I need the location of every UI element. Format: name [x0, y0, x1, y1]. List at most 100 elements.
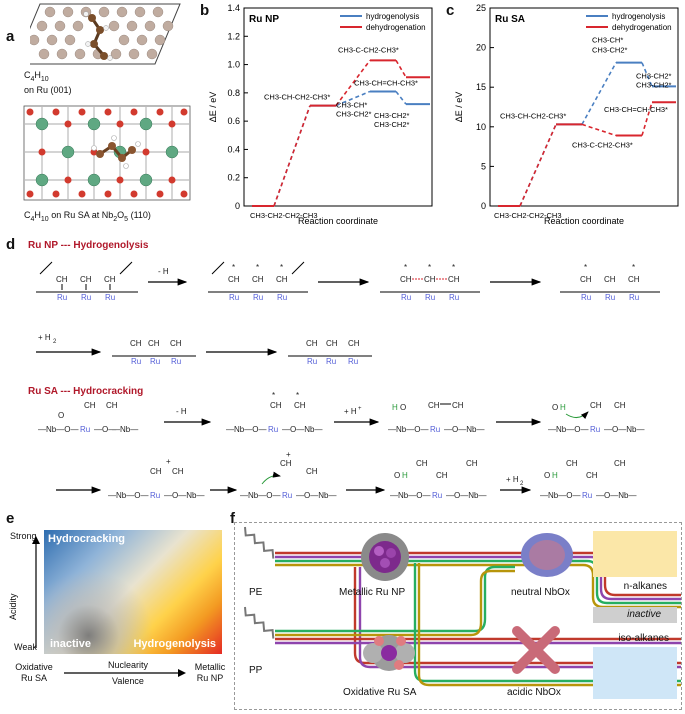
- scheme-title-hydrogenolysis: Ru NP --- Hydrogenolysis: [28, 240, 149, 251]
- n-alkanes-box: [593, 531, 677, 577]
- panel-a-bottom-caption: C4H10 on Ru SA at Nb2O5 (110): [24, 210, 151, 223]
- svg-text:Ru: Ru: [449, 293, 459, 302]
- svg-text:Ru: Ru: [629, 293, 639, 302]
- svg-text:Ru: Ru: [105, 293, 115, 302]
- energy-connector: [581, 62, 617, 125]
- y-tick-label: 0.6: [227, 116, 240, 126]
- svg-text:CH: CH: [452, 401, 464, 410]
- a-top-line2: on Ru (001): [24, 84, 72, 95]
- svg-text:CH: CH: [280, 459, 292, 468]
- svg-text:—Nb—O—: —Nb—O—: [390, 491, 430, 500]
- svg-text:+: +: [286, 450, 291, 459]
- svg-text:—O—Nb—: —O—Nb—: [296, 491, 336, 500]
- energy-connector: [395, 90, 407, 105]
- acidic-nbox-caption: acidic NbOx: [507, 687, 561, 698]
- a-bot-sub: 4: [30, 215, 35, 223]
- svg-text:—O—Nb—: —O—Nb—: [282, 425, 322, 434]
- pe-label: PE: [249, 587, 263, 598]
- panel-e-label: e: [6, 510, 15, 527]
- y-tick-label: 0.8: [227, 88, 240, 98]
- y-tick-label: 1.4: [227, 4, 240, 13]
- svg-text:—Nb—O—: —Nb—O—: [38, 425, 78, 434]
- svg-text:—Nb—O—: —Nb—O—: [226, 425, 266, 434]
- svg-text:CH: CH: [294, 401, 306, 410]
- inactive-box: [593, 607, 677, 623]
- y-tick-label: 0.4: [227, 144, 240, 154]
- nuclearity-arrow: [64, 669, 186, 677]
- svg-text:Ru: Ru: [307, 357, 317, 366]
- acidity-axis-label: Acidity: [8, 593, 18, 620]
- species-label: CH3-CH2-CH2-CH3: [494, 211, 562, 220]
- svg-text:*: *: [584, 263, 587, 272]
- svg-text:H: H: [392, 403, 398, 412]
- x-axis-label: Reaction coordinate: [544, 216, 624, 226]
- svg-text:*: *: [272, 391, 275, 400]
- svg-text:CH: CH: [436, 471, 448, 480]
- n-alkanes-caption: n-alkanes: [623, 581, 667, 592]
- legend-label: hydrogenolysis: [366, 12, 419, 21]
- svg-text:—Nb—O—: —Nb—O—: [540, 491, 580, 500]
- a-top-c: C: [24, 70, 31, 80]
- energy-connector: [641, 62, 653, 87]
- panel-b-label: b: [200, 2, 210, 19]
- svg-text:CH: CH: [628, 275, 640, 284]
- svg-text:Ru: Ru: [430, 425, 440, 434]
- energy-connector: [335, 59, 371, 107]
- acidic-nbox-rods: [512, 626, 560, 674]
- svg-text:*: *: [232, 263, 235, 272]
- svg-text:- H: - H: [176, 407, 187, 416]
- y-axis-label: ΔE / eV: [208, 92, 218, 123]
- energy-connector: [273, 105, 311, 207]
- svg-text:CH: CH: [590, 401, 602, 410]
- svg-text:Ru: Ru: [581, 293, 591, 302]
- pp-label: PP: [249, 665, 263, 676]
- svg-text:CH: CH: [270, 401, 282, 410]
- svg-text:+ H: + H: [506, 475, 519, 484]
- ru-sa-site: [363, 635, 415, 671]
- species-label: CH3-CH=CH-CH3*: [354, 78, 418, 87]
- svg-text:O: O: [58, 411, 64, 420]
- species-label: CH3-CH2*: [336, 109, 372, 118]
- svg-text:+ H: + H: [38, 333, 51, 342]
- svg-text:CH: CH: [466, 459, 478, 468]
- y-tick-label: 0.2: [227, 173, 240, 183]
- species-label: CH3-CH2*: [374, 120, 410, 129]
- svg-text:CH: CH: [306, 467, 318, 476]
- species-label: CH3-CH2-CH2-CH3: [250, 211, 318, 220]
- x-axis-label: Reaction coordinate: [298, 216, 378, 226]
- svg-text:CH: CH: [326, 339, 338, 348]
- svg-text:Ru: Ru: [277, 293, 287, 302]
- svg-text:2: 2: [53, 339, 57, 345]
- chart-title: Ru SA: [495, 14, 525, 25]
- svg-text:CH: CH: [614, 459, 626, 468]
- svg-text:CH: CH: [448, 275, 460, 284]
- hydrogenolysis-region-label: Hydrogenolysis: [133, 638, 216, 650]
- species-label: CH3-CH=CH-CH3*: [604, 105, 668, 114]
- svg-text:*: *: [632, 263, 635, 272]
- oxidative-text: Oxidative: [15, 662, 53, 672]
- svg-text:O: O: [400, 403, 406, 412]
- svg-text:CH: CH: [416, 459, 428, 468]
- svg-text:CH: CH: [104, 275, 116, 284]
- a-bot-o: O: [117, 210, 125, 220]
- a-top-h: H: [34, 70, 41, 80]
- valence-label: Valence: [112, 676, 144, 686]
- energy-connector: [581, 123, 617, 137]
- svg-text:Ru: Ru: [425, 293, 435, 302]
- y-tick-label: 5: [481, 161, 486, 171]
- inactive-region-label: inactive: [50, 638, 91, 650]
- ru-sa-text: Ru SA: [20, 673, 47, 683]
- energy-connector: [641, 102, 653, 136]
- a-bot-rest: on Ru SA at Nb: [48, 210, 114, 220]
- ru-np-cluster: [361, 533, 409, 581]
- legend-label: hydrogenolysis: [612, 12, 665, 21]
